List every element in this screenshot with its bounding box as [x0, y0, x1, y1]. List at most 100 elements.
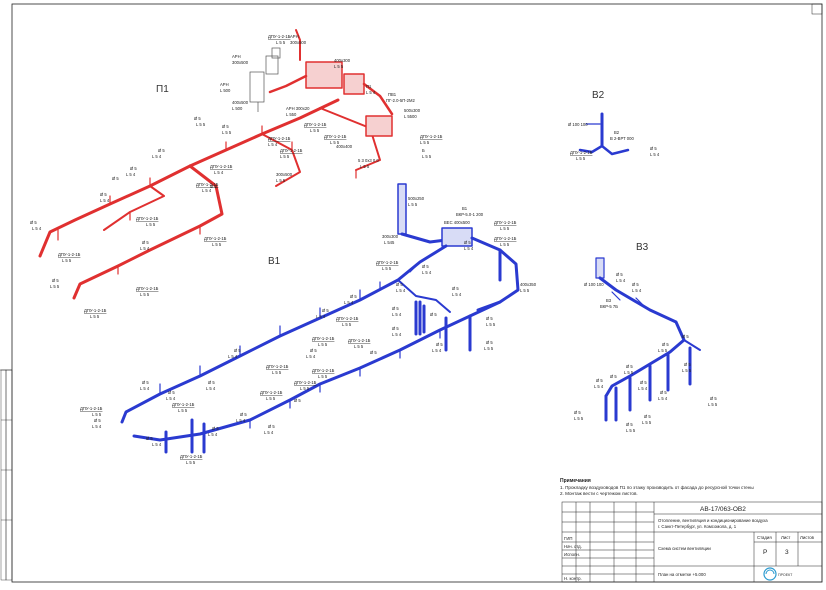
svg-text:L 5 5: L 5 5 — [334, 64, 344, 69]
svg-text:Ø 5: Ø 5 — [130, 166, 137, 171]
role-gip: ГИП — [564, 536, 573, 541]
svg-text:Ø 5: Ø 5 — [710, 396, 717, 401]
svg-text:ДПУ-1-2-1Б: ДПУ-1-2-1Б — [266, 364, 289, 369]
svg-text:L 5 4: L 5 4 — [658, 396, 668, 401]
svg-text:L 545: L 545 — [384, 240, 395, 245]
svg-text:Ø 5: Ø 5 — [268, 424, 275, 429]
svg-text:Ø 5: Ø 5 — [644, 414, 651, 419]
svg-text:ДПУ-1-2-1Б: ДПУ-1-2-1Б — [294, 380, 317, 385]
svg-text:L 5 5: L 5 5 — [658, 348, 668, 353]
svg-text:Ø 5: Ø 5 — [632, 282, 639, 287]
svg-text:Ø 5: Ø 5 — [208, 380, 215, 385]
svg-text:400х500: 400х500 — [232, 100, 249, 105]
svg-text:Ø 5: Ø 5 — [684, 362, 691, 367]
p1-grey-equipment — [249, 47, 281, 112]
svg-text:Ø 5: Ø 5 — [350, 294, 357, 299]
p1-mid-branch — [103, 185, 165, 231]
svg-text:L 5 5: L 5 5 — [500, 242, 510, 247]
sheet-title: Схема систем вентиляции — [658, 546, 711, 551]
svg-text:Ø 5: Ø 5 — [486, 316, 493, 321]
svg-text:Ø 5: Ø 5 — [194, 116, 201, 121]
svg-text:L 5 4: L 5 4 — [152, 154, 162, 159]
svg-text:L 5 5: L 5 5 — [178, 408, 188, 413]
svg-text:В 2-ВРТ 000: В 2-ВРТ 000 — [610, 136, 634, 141]
svg-text:Ø 5: Ø 5 — [596, 378, 603, 383]
svg-text:Ø 5: Ø 5 — [574, 410, 581, 415]
svg-text:L 5 4: L 5 4 — [214, 170, 224, 175]
stage-value: Р — [763, 549, 767, 556]
svg-text:L 5 4: L 5 4 — [366, 90, 376, 95]
svg-text:ДПУ-1-2-1Б: ДПУ-1-2-1Б — [280, 148, 303, 153]
svg-text:L 5 4: L 5 4 — [464, 246, 474, 251]
svg-text:L 5 4: L 5 4 — [594, 384, 604, 389]
svg-text:L 5 5: L 5 5 — [280, 154, 290, 159]
svg-text:L 5 5: L 5 5 — [90, 314, 100, 319]
svg-text:ВКР-5.0-1 200: ВКР-5.0-1 200 — [456, 212, 484, 217]
sheet-value: 3 — [785, 549, 789, 556]
system-label-v2: В2 — [592, 90, 605, 101]
system-label-v1: В1 — [268, 256, 281, 267]
svg-text:ДПУ-1-2-1Б: ДПУ-1-2-1Б — [376, 260, 399, 265]
svg-text:ДПУ-1-2-1Б: ДПУ-1-2-1Б — [136, 286, 159, 291]
svg-text:Ø 5: Ø 5 — [682, 334, 689, 339]
svg-text:300х300: 300х300 — [382, 234, 399, 239]
svg-text:L 5 5: L 5 5 — [300, 386, 310, 391]
svg-text:ДПУ-1-2-1Б: ДПУ-1-2-1Б — [80, 406, 103, 411]
svg-text:ПГ-2.0-5П-2М2: ПГ-2.0-5П-2М2 — [386, 98, 415, 103]
svg-text:АРН: АРН — [290, 34, 299, 39]
svg-text:L 5 4: L 5 4 — [316, 314, 326, 319]
notes-line-1: 1. Прокладку воздуховодов П1 по этажу пр… — [560, 484, 754, 490]
svg-text:Ø 100 100: Ø 100 100 — [568, 122, 588, 127]
svg-text:L 5 5: L 5 5 — [574, 416, 584, 421]
svg-text:Ø 5: Ø 5 — [452, 286, 459, 291]
svg-text:L 5 4: L 5 4 — [202, 188, 212, 193]
svg-text:Ø 100 100: Ø 100 100 — [584, 282, 604, 287]
p1-silencer — [365, 115, 393, 137]
svg-text:300х500: 300х500 — [290, 40, 307, 45]
svg-text:300х500: 300х500 — [276, 172, 293, 177]
svg-text:Ø 5: Ø 5 — [436, 342, 443, 347]
sheet-header: Лист — [781, 535, 790, 540]
svg-text:L 5 4: L 5 4 — [616, 278, 626, 283]
svg-text:Ø 5: Ø 5 — [430, 312, 437, 317]
svg-text:Ø 5: Ø 5 — [30, 220, 37, 225]
svg-text:Ø 5: Ø 5 — [396, 282, 403, 287]
svg-text:L 5 4: L 5 4 — [140, 386, 150, 391]
svg-text:Ø 5: Ø 5 — [52, 278, 59, 283]
role-head: Нач. отд. — [564, 544, 582, 549]
svg-text:500х250: 500х250 — [408, 196, 425, 201]
svg-text:L 5 4: L 5 4 — [432, 348, 442, 353]
svg-text:L 5 4: L 5 4 — [452, 292, 462, 297]
svg-text:L 5 4: L 5 4 — [236, 418, 246, 423]
svg-text:L 550: L 550 — [286, 112, 297, 117]
system-v2 — [578, 112, 630, 156]
svg-text:Ø 5: Ø 5 — [142, 380, 149, 385]
svg-text:L 5 5: L 5 5 — [146, 222, 156, 227]
svg-text:ДПУ-1-2-1Б: ДПУ-1-2-1Б — [304, 122, 327, 127]
svg-text:ДПУ-1-2-1Б: ДПУ-1-2-1Б — [324, 134, 347, 139]
svg-text:Ø 5: Ø 5 — [392, 326, 399, 331]
svg-text:ДПУ-1-2-1Б: ДПУ-1-2-1Б — [494, 236, 517, 241]
svg-text:В3: В3 — [606, 298, 612, 303]
svg-text:Ø 5: Ø 5 — [486, 340, 493, 345]
svg-text:ДПУ-1-2-1Б: ДПУ-1-2-1Б — [336, 316, 359, 321]
svg-text:L 500: L 500 — [232, 106, 243, 111]
svg-text:Ø 5: Ø 5 — [370, 350, 377, 355]
svg-text:Ø 5: Ø 5 — [222, 124, 229, 129]
svg-text:L 5 4: L 5 4 — [100, 198, 110, 203]
svg-text:L 5 5: L 5 5 — [360, 164, 370, 169]
svg-text:ДПУ-1-2-1Б: ДПУ-1-2-1Б — [260, 390, 283, 395]
svg-text:ДПУ-1-2-1Б: ДПУ-1-2-1Б — [210, 164, 233, 169]
p1-main-duct — [38, 98, 340, 258]
svg-text:ДПУ-1-2-1Б: ДПУ-1-2-1Б — [180, 454, 203, 459]
svg-text:Ø 5: Ø 5 — [640, 380, 647, 385]
svg-text:ДПУ-1-2-1Б: ДПУ-1-2-1Б — [84, 308, 107, 313]
system-label-v3: В3 — [636, 242, 649, 253]
stage-header: Стадия — [757, 535, 772, 540]
svg-text:L 5 5: L 5 5 — [624, 370, 634, 375]
company-logo: ПРОЕКТ — [763, 567, 793, 581]
svg-text:L 5 4: L 5 4 — [392, 332, 402, 337]
role-control: Н. контр. — [564, 576, 582, 581]
